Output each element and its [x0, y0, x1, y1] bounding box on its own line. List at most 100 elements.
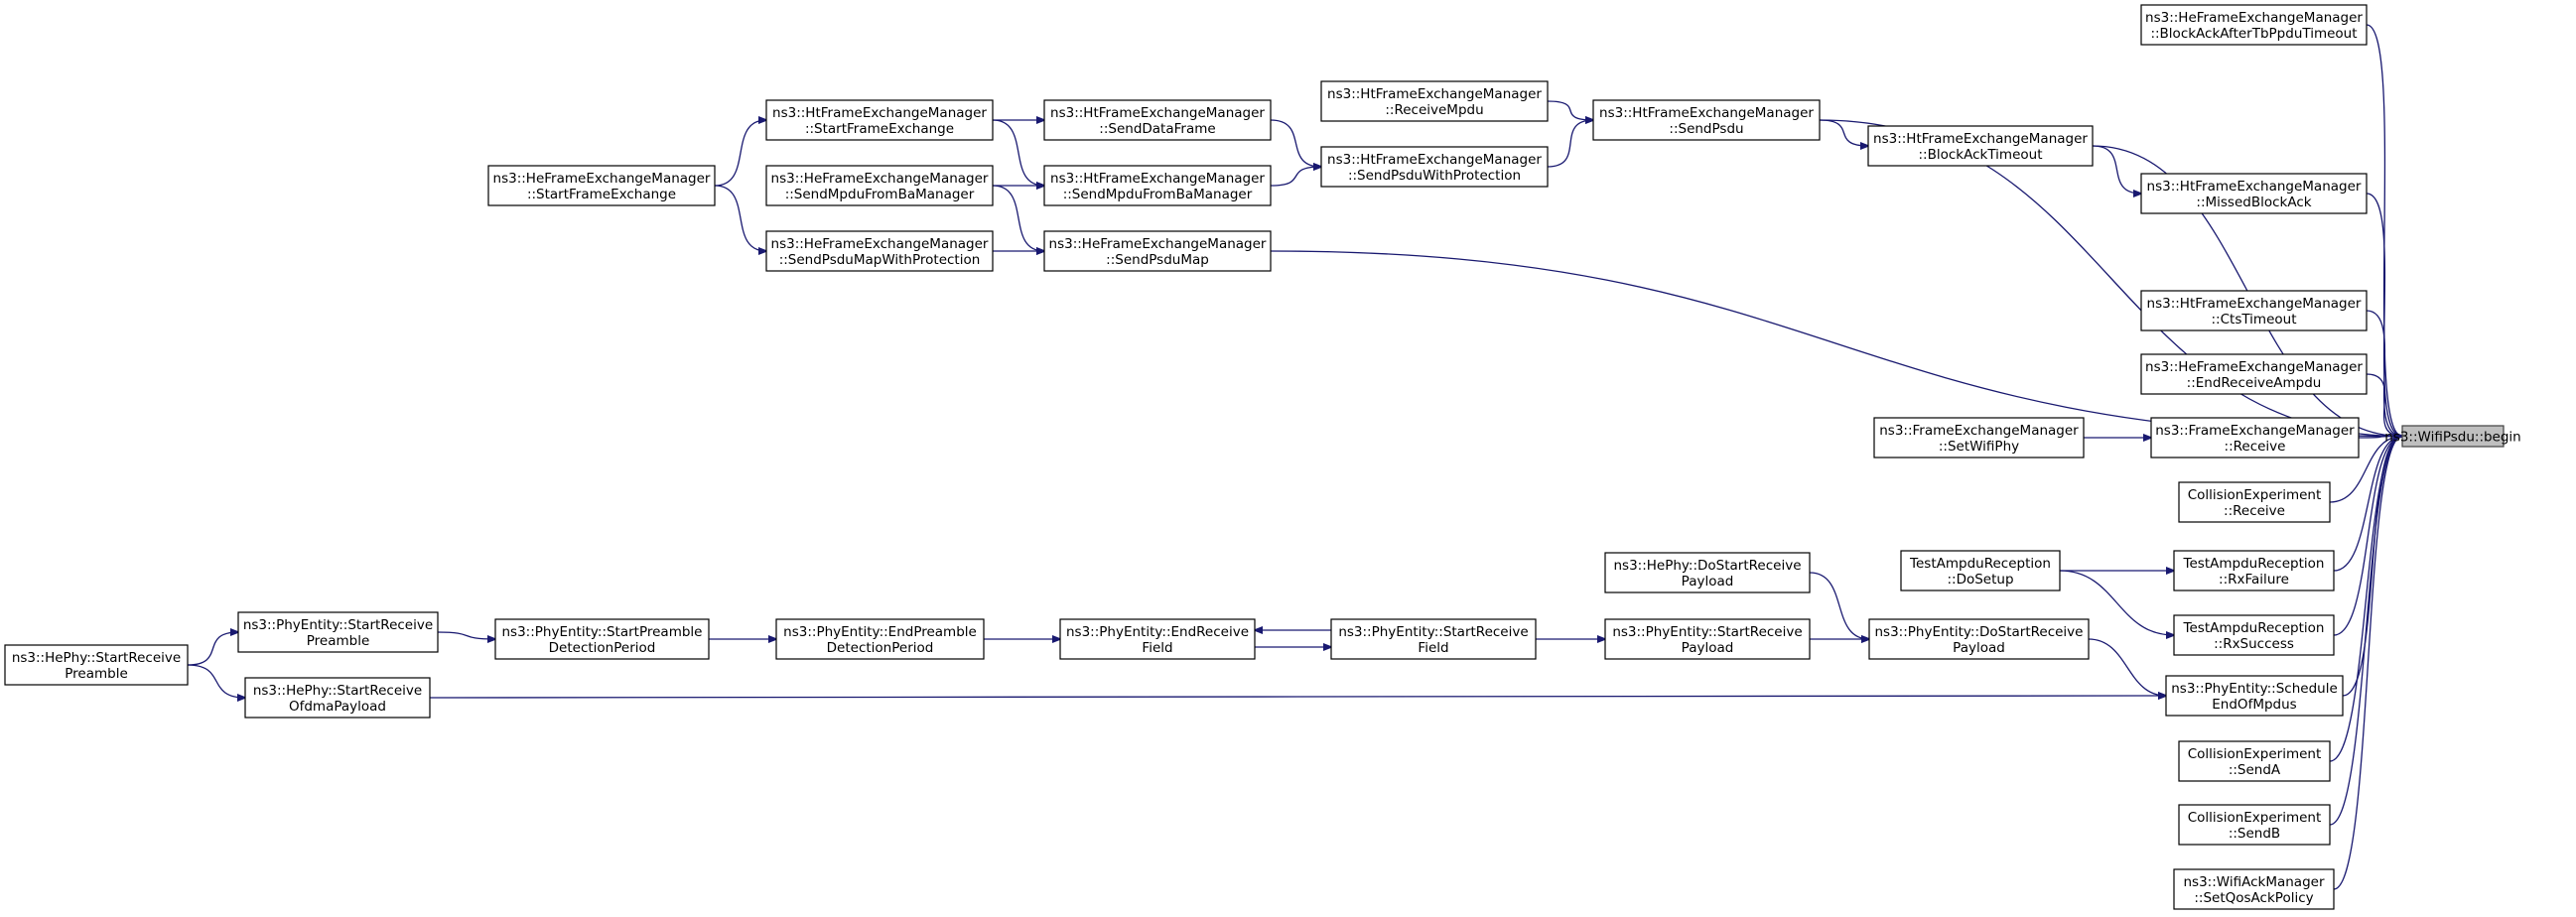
node-label-line: ::SendPsduWithProtection [1348, 168, 1521, 184]
node-label-line: DetectionPeriod [827, 640, 934, 656]
node-label-line: ns3::PhyEntity::EndPreamble [783, 624, 977, 640]
edge-test-rxfailure-to-target [2333, 437, 2402, 572]
edge-hephy-dostartreceivepayload-to-phy-dostartreceivepayload [1809, 572, 1869, 639]
node-label-line: ::CtsTimeout [2212, 312, 2297, 328]
node-label-line: ns3::PhyEntity::StartReceive [243, 617, 433, 633]
node-target[interactable]: ns3::WifiPsdu::begin [2384, 425, 2521, 448]
node-label-line: ::Receive [2224, 503, 2285, 519]
node-he-sendpsdumapwithprot[interactable]: ns3::HeFrameExchangeManager::SendPsduMap… [765, 230, 994, 272]
node-label-line: ::SendA [2229, 762, 2281, 778]
node-test-rxsuccess[interactable]: TestAmpduReception::RxSuccess [2173, 614, 2335, 656]
node-fem-receive[interactable]: ns3::FrameExchangeManager::Receive [2150, 417, 2360, 458]
node-label-line: ::SendPsdu [1669, 121, 1743, 137]
edge-phy-schedule-endofmpdus-to-target [2342, 437, 2402, 697]
edge-ht-missedblockack-to-target [2366, 193, 2402, 437]
node-label-line: ns3::HtFrameExchangeManager [2147, 296, 2362, 312]
node-label-line: ns3::HtFrameExchangeManager [1327, 86, 1542, 102]
node-ht-ctstimeout[interactable]: ns3::HtFrameExchangeManager::CtsTimeout [2140, 290, 2368, 331]
node-label-line: ::Receive [2225, 439, 2286, 455]
node-label-line: ns3::WifiPsdu::begin [2384, 430, 2521, 446]
node-label-line: TestAmpduReception [2183, 556, 2325, 572]
node-collision-sendb[interactable]: CollisionExperiment::SendB [2178, 804, 2331, 846]
node-label-line: ns3::WifiAckManager [2184, 874, 2325, 890]
node-box [765, 99, 994, 141]
node-label-line: ::SendPsduMapWithProtection [779, 252, 981, 268]
node-label-line: ns3::HeFrameExchangeManager [493, 171, 711, 187]
node-label-line: ::SetQosAckPolicy [2194, 890, 2313, 906]
node-collision-receive[interactable]: CollisionExperiment::Receive [2178, 481, 2331, 523]
node-label-line: ::BlockAckAfterTbPpduTimeout [2150, 26, 2357, 42]
edge-fem-receive-to-target [2358, 437, 2402, 439]
node-label-line: ::SendB [2229, 826, 2280, 842]
node-label-line: ns3::HeFrameExchangeManager [771, 236, 989, 252]
node-box [1059, 618, 1256, 660]
node-label-line: ns3::HePhy::StartReceive [253, 683, 422, 699]
node-label-line: OfdmaPayload [289, 699, 386, 715]
node-he-sendmpdufromba[interactable]: ns3::HeFrameExchangeManager::SendMpduFro… [765, 165, 994, 206]
node-wifiack-setqosackpolicy[interactable]: ns3::WifiAckManager::SetQosAckPolicy [2173, 868, 2335, 910]
node-box [2401, 425, 2505, 448]
node-box [1873, 417, 2085, 458]
node-label-line: ns3::HeFrameExchangeManager [2145, 10, 2363, 26]
node-test-dosetup[interactable]: TestAmpduReception::DoSetup [1900, 550, 2061, 591]
node-box [2165, 675, 2344, 717]
node-ht-receivempdu[interactable]: ns3::HtFrameExchangeManager::ReceiveMpdu [1320, 80, 1549, 122]
edge-ht-ctstimeout-to-target [2366, 310, 2402, 437]
node-label-line: ::SendDataFrame [1099, 121, 1215, 137]
edge-phy-dostartreceivepayload-to-phy-schedule-endofmpdus [2088, 638, 2166, 696]
edge-ht-sendmpdufromba-to-ht-sendpsduwithprot [1270, 167, 1321, 187]
node-label-line: ns3::HtFrameExchangeManager [2147, 179, 2362, 195]
node-box [2140, 353, 2368, 395]
node-he-endreceiveampdu[interactable]: ns3::HeFrameExchangeManager::EndReceiveA… [2140, 353, 2368, 395]
node-he-startframeexchange[interactable]: ns3::HeFrameExchangeManager::StartFrameE… [487, 165, 716, 206]
node-label-line: ns3::HeFrameExchangeManager [1049, 236, 1267, 252]
node-box [1868, 618, 2090, 660]
node-ht-sendpsduwithprot[interactable]: ns3::HtFrameExchangeManager::SendPsduWit… [1320, 146, 1549, 188]
node-box [2140, 173, 2368, 214]
node-label-line: CollisionExperiment [2188, 487, 2322, 503]
node-box [1867, 125, 2094, 167]
node-box [775, 618, 985, 660]
node-box [2173, 868, 2335, 910]
node-ht-blockacktimeout[interactable]: ns3::HtFrameExchangeManager::BlockAckTim… [1867, 125, 2094, 167]
node-fem-setwifiphy[interactable]: ns3::FrameExchangeManager::SetWifiPhy [1873, 417, 2085, 458]
node-label-line: ns3::HtFrameExchangeManager [1599, 105, 1814, 121]
node-box [765, 230, 994, 272]
edge-he-sendmpdufromba-to-he-sendpsdumap [992, 185, 1044, 251]
node-test-rxfailure[interactable]: TestAmpduReception::RxFailure [2173, 550, 2335, 591]
node-ht-missedblockack[interactable]: ns3::HtFrameExchangeManager::MissedBlock… [2140, 173, 2368, 214]
node-label-line: ::BlockAckTimeout [1919, 147, 2043, 163]
node-ht-startframeexchange[interactable]: ns3::HtFrameExchangeManager::StartFrameE… [765, 99, 994, 141]
node-phy-endpreambledetection[interactable]: ns3::PhyEntity::EndPreambleDetectionPeri… [775, 618, 985, 660]
edge-ht-startframeexchange-to-ht-sendmpdufromba [992, 119, 1044, 186]
node-label-line: ns3::FrameExchangeManager [2155, 423, 2355, 439]
node-box [2178, 481, 2331, 523]
node-box [2140, 4, 2368, 46]
node-collision-senda[interactable]: CollisionExperiment::SendA [2178, 740, 2331, 782]
node-label-line: ::DoSetup [1947, 572, 2013, 588]
node-label-line: ::SendMpduFromBaManager [785, 187, 975, 202]
node-ht-sendmpdufromba[interactable]: ns3::HtFrameExchangeManager::SendMpduFro… [1043, 165, 1272, 206]
node-he-sendpsdumap[interactable]: ns3::HeFrameExchangeManager::SendPsduMap [1043, 230, 1272, 272]
node-ht-sendpsdu[interactable]: ns3::HtFrameExchangeManager::SendPsdu [1592, 99, 1821, 141]
node-ht-senddataframe[interactable]: ns3::HtFrameExchangeManager::SendDataFra… [1043, 99, 1272, 141]
node-label-line: Payload [1682, 640, 1734, 656]
node-label-line: ns3::PhyEntity::StartPreamble [502, 624, 703, 640]
node-box [1320, 80, 1549, 122]
node-box [244, 677, 431, 719]
node-label-line: ::ReceiveMpdu [1385, 102, 1483, 118]
edge-he-startframeexchange-to-he-sendpsdumapwithprot [714, 185, 766, 251]
node-he-blockack-after-tb[interactable]: ns3::HeFrameExchangeManager::BlockAckAft… [2140, 4, 2368, 46]
node-box [237, 611, 439, 653]
edge-hephy-startreceivepreamble-to-hephy-startreceiveofdma [187, 664, 245, 698]
node-phy-startpreambledetection[interactable]: ns3::PhyEntity::StartPreambleDetectionPe… [494, 618, 710, 660]
